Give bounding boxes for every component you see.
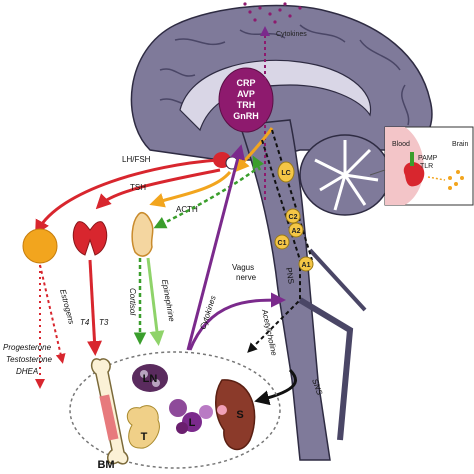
hypo-label-4: GnRH — [233, 111, 259, 121]
hypo-label-1: CRP — [236, 78, 255, 88]
hypo-label-2: AVP — [237, 89, 255, 99]
cortisol-label: Cortisol — [128, 288, 137, 315]
red-arrows: LH/FSH TSH — [35, 155, 221, 236]
epinephrine-label: Epinephrine — [160, 279, 176, 323]
adrenal — [131, 211, 154, 257]
thyroid — [72, 221, 108, 256]
a1-label: A1 — [302, 262, 311, 269]
bm-label: BM — [97, 459, 114, 471]
inset-tlr-label: TLR — [420, 163, 433, 170]
l-label: L — [189, 417, 196, 429]
inset-bbb: Blood Brain PAMP TLR — [369, 126, 474, 206]
hypo-label-3: TRH — [237, 100, 256, 110]
a2-label: A2 — [292, 228, 301, 235]
testosterone-label: Testosterone — [6, 355, 53, 364]
brainstem — [238, 119, 331, 461]
inset-blood-label: Blood — [392, 141, 410, 148]
vagus-label: Vagus — [232, 263, 254, 272]
gonad — [22, 228, 58, 264]
vagus-nerve: Vagus nerve PNS Acetylcholine SNS — [232, 129, 324, 406]
cytokines-top: Cytokines — [243, 2, 307, 200]
hypothalamus: CRP AVP TRH GnRH — [218, 67, 274, 133]
progesterone-label: Progesterone — [3, 343, 52, 352]
sex-steroids-labels: Progesterone Testosterone DHEA — [3, 343, 53, 376]
ln-label: LN — [143, 373, 158, 385]
c1-label: C1 — [278, 240, 287, 247]
orange-arrows: ACTH — [149, 127, 274, 214]
c2-label: C2 — [289, 214, 298, 221]
t-label: T — [141, 431, 148, 443]
s-label: S — [236, 409, 243, 421]
t3-label: T3 — [99, 318, 109, 327]
tsh-label: TSH — [130, 183, 146, 192]
thymus: T — [126, 405, 160, 449]
lymph-node: LN — [132, 364, 168, 392]
acth-label: ACTH — [176, 205, 198, 214]
pns-label: PNS — [284, 267, 296, 285]
brainstem-nuclei: LC C2 A2 C1 A1 — [274, 161, 314, 272]
t4-label: T4 — [80, 318, 90, 327]
nerve-label: nerve — [236, 273, 257, 282]
inset-brain-label: Brain — [452, 141, 468, 148]
estrogens-label: Estrogens — [58, 288, 76, 325]
lc-label: LC — [281, 170, 290, 177]
inset-pamp-label: PAMP — [418, 155, 438, 162]
lymphoid-organs: BM LN T L S — [69, 351, 281, 471]
hormone-down-arrows: Estrogens T4 T3 — [35, 259, 109, 389]
dhea-label: DHEA — [16, 367, 38, 376]
bone-marrow: BM — [90, 358, 129, 471]
leukocytes: L — [169, 399, 213, 434]
cytokines-top-label: Cytokines — [276, 31, 307, 38]
lh-fsh-label: LH/FSH — [122, 155, 151, 164]
spleen: S — [215, 379, 256, 451]
acetylcholine-label: Acetylcholine — [260, 308, 279, 357]
